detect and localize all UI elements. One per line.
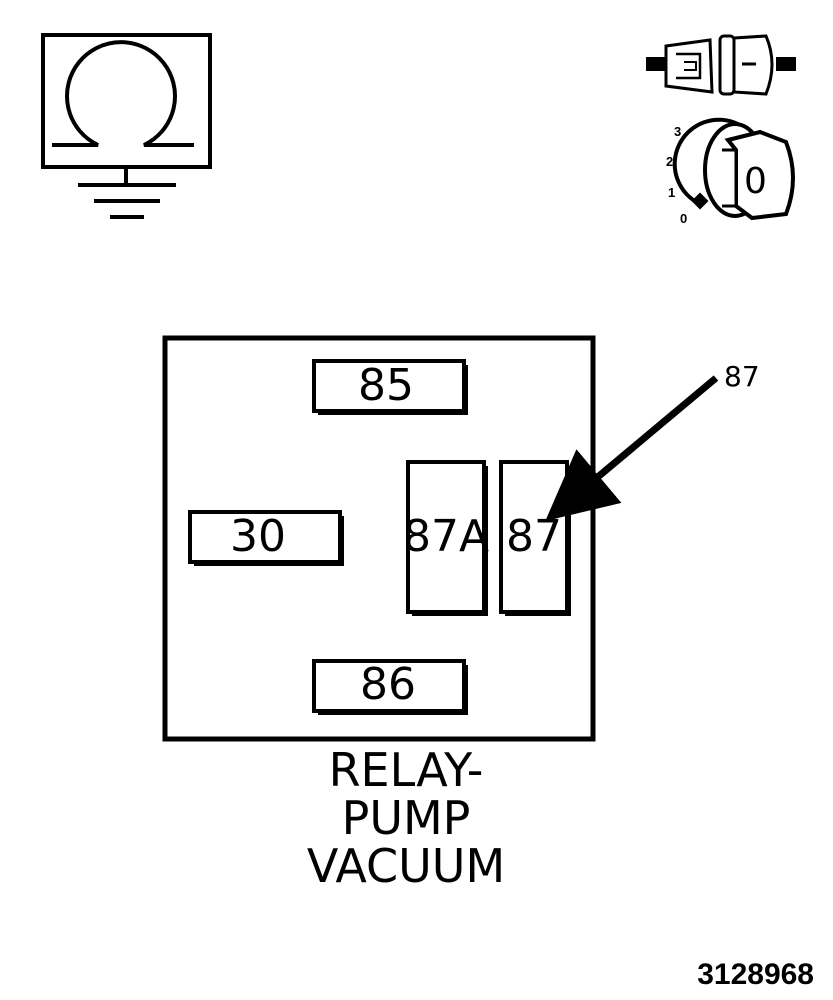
callout-arrow — [545, 375, 719, 521]
pin-label-86: 86 — [360, 659, 416, 710]
key-position-0: 0 — [680, 211, 687, 226]
relay-title: RELAY- PUMP VACUUM — [307, 743, 505, 893]
key-position-2: 2 — [666, 154, 673, 169]
relay-pin-87a: 87A — [403, 460, 489, 616]
relay-pin-87: 87 — [499, 460, 571, 616]
figure-id: 3128968 — [697, 958, 814, 991]
relay-pin-30: 30 — [188, 510, 344, 566]
ignition-key-icon: 3 2 1 0 0 — [666, 117, 795, 226]
title-line-1: RELAY- — [329, 743, 484, 797]
key-position-1: 1 — [668, 185, 675, 200]
pin-label-87: 87 — [506, 511, 562, 562]
title-line-2: PUMP — [342, 791, 471, 845]
resistance-meter-ground-icon — [41, 33, 212, 219]
relay-pin-86: 86 — [312, 659, 468, 715]
connector-plug-icon — [646, 34, 796, 96]
pin-label-85: 85 — [358, 360, 414, 411]
pin-label-30: 30 — [230, 511, 286, 562]
title-line-3: VACUUM — [307, 839, 505, 893]
callout-87: 87 — [545, 360, 760, 521]
callout-label: 87 — [724, 360, 760, 393]
key-head-label: 0 — [744, 161, 767, 202]
pin-label-87a: 87A — [403, 511, 489, 562]
relay-pin-85: 85 — [312, 359, 468, 415]
key-position-3: 3 — [674, 124, 681, 139]
